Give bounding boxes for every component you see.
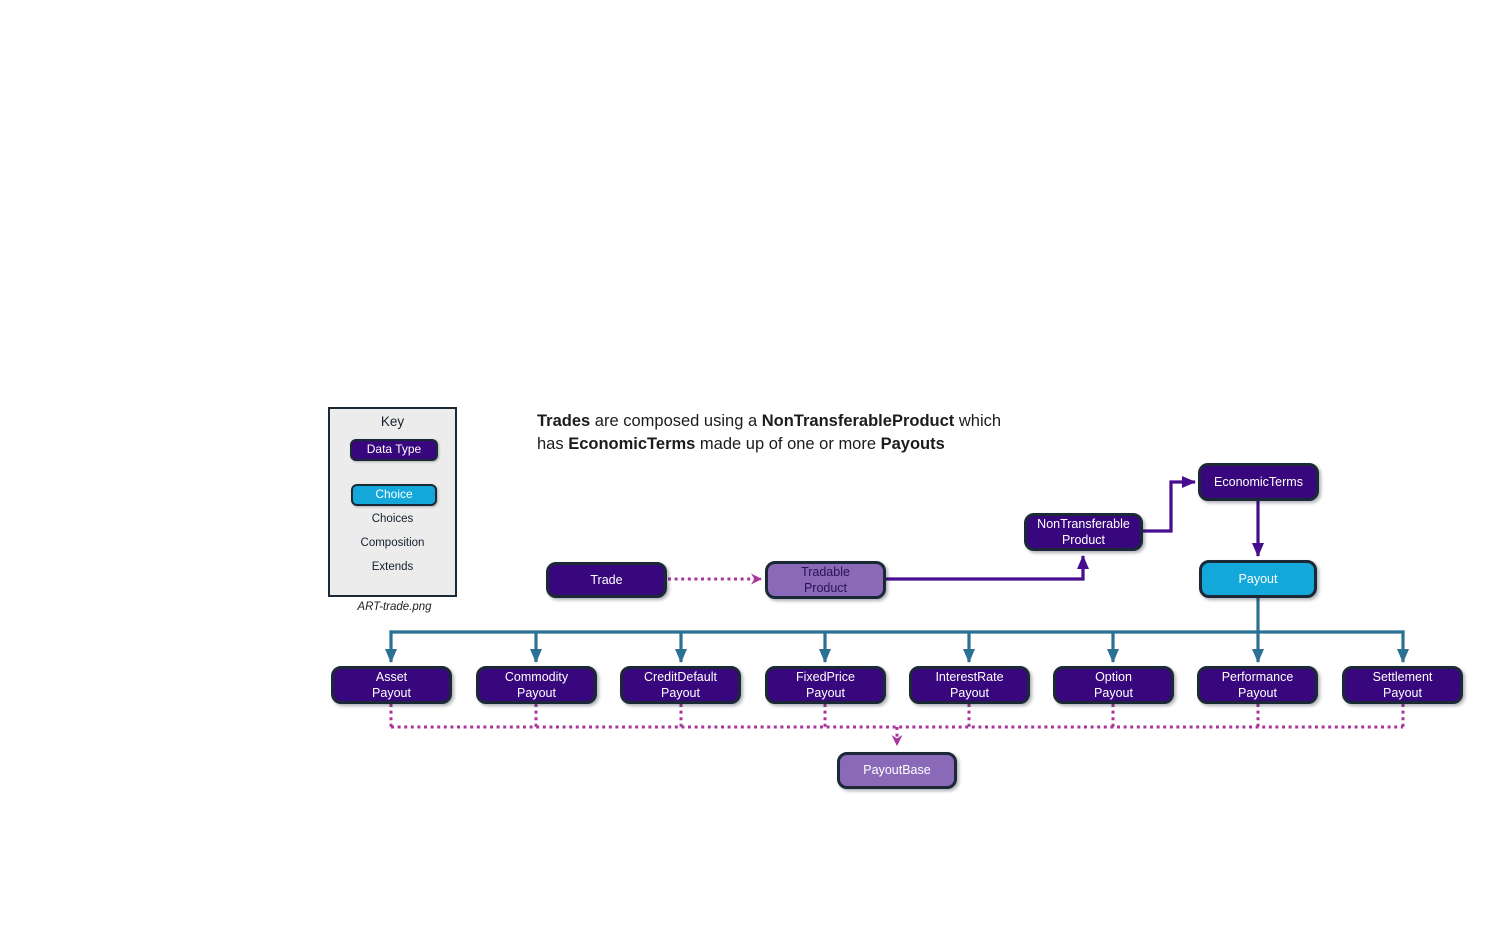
node-option-payout: Option Payout bbox=[1053, 666, 1174, 704]
node-asset-payout: Asset Payout bbox=[331, 666, 452, 704]
node-payout: Payout bbox=[1199, 560, 1317, 598]
heading-line-2: has EconomicTerms made up of one or more… bbox=[537, 433, 1001, 456]
key-choices-label: Choices bbox=[371, 513, 414, 525]
heading-term-nontransferableproduct: NonTransferableProduct bbox=[761, 412, 955, 430]
node-interestrate-payout: InterestRate Payout bbox=[909, 666, 1030, 704]
node-payout-base: PayoutBase bbox=[837, 752, 957, 789]
composition-tradableproduct-to-nontransferableproduct bbox=[886, 555, 1089, 581]
image-filename-caption: ART-trade.png bbox=[357, 601, 432, 613]
heading-text: made up of one or more bbox=[695, 435, 881, 453]
node-performance-payout: Performance Payout bbox=[1197, 666, 1318, 704]
heading-text: has bbox=[537, 435, 569, 453]
node-economic-terms: EconomicTerms bbox=[1198, 463, 1319, 501]
key-choice-swatch: Choice bbox=[351, 484, 437, 506]
heading-text: are composed using a bbox=[590, 412, 762, 430]
key-composition-label: Composition bbox=[360, 537, 425, 549]
key-title: Key bbox=[380, 414, 405, 429]
node-nontransferable-product: NonTransferable Product bbox=[1024, 513, 1143, 551]
heading-line-1: Trades are composed using a NonTransfera… bbox=[537, 410, 1001, 433]
heading-text: which bbox=[954, 412, 1002, 430]
node-trade: Trade bbox=[546, 562, 667, 598]
key-extends-label: Extends bbox=[371, 561, 414, 573]
node-settlement-payout: Settlement Payout bbox=[1342, 666, 1463, 704]
node-commodity-payout: Commodity Payout bbox=[476, 666, 597, 704]
node-creditdefault-payout: CreditDefault Payout bbox=[620, 666, 741, 704]
node-fixedprice-payout: FixedPrice Payout bbox=[765, 666, 886, 704]
heading-term-trades: Trades bbox=[537, 412, 591, 430]
composition-nontransferableproduct-to-economicterms bbox=[1143, 476, 1196, 533]
node-tradable-product: Tradable Product bbox=[765, 561, 886, 599]
heading-term-payouts: Payouts bbox=[880, 435, 945, 453]
key-data-type-swatch: Data Type bbox=[350, 439, 438, 461]
diagram-heading: Trades are composed using a NonTransfera… bbox=[537, 410, 1001, 456]
heading-term-economicterms: EconomicTerms bbox=[568, 435, 696, 453]
